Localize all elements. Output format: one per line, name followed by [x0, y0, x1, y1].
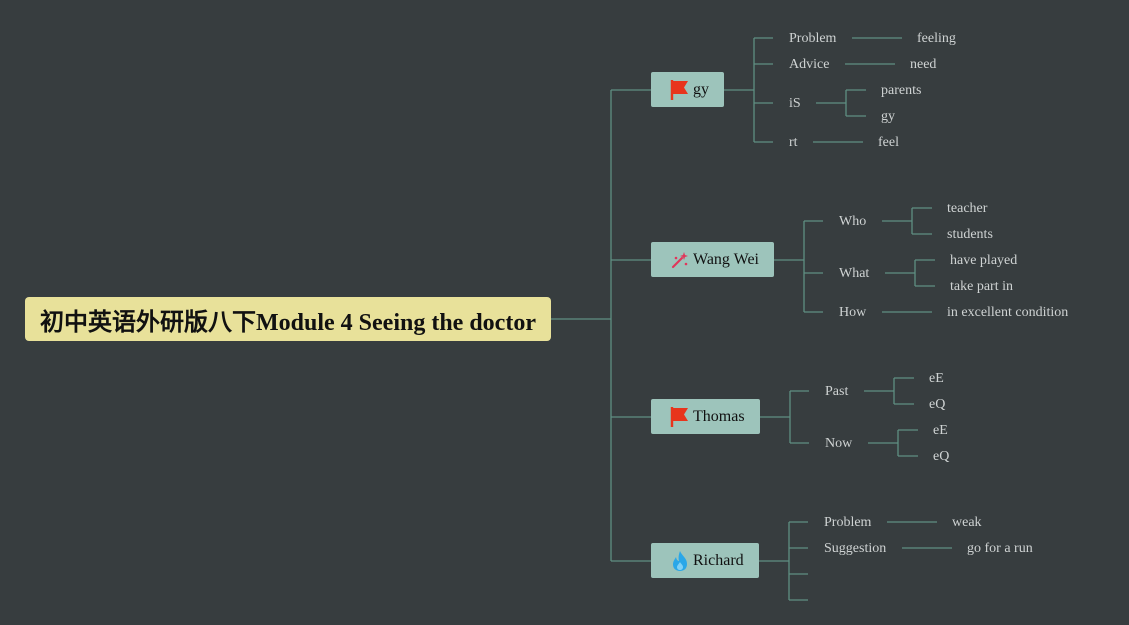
magic-wand-icon — [669, 249, 691, 271]
topic-label: Richard — [693, 551, 744, 569]
subtopic-problem[interactable]: Problem — [789, 31, 837, 46]
leaf-in-excellent-condition[interactable]: in excellent condition — [947, 305, 1069, 320]
leaf-have-played[interactable]: have played — [950, 253, 1018, 268]
topic-thomas[interactable]: Thomas — [651, 399, 760, 434]
subtopic-is[interactable]: iS — [789, 96, 801, 111]
leaf-eq[interactable]: eQ — [933, 449, 950, 464]
central-topic-title: 初中英语外研版八下Module 4 Seeing the doctor — [40, 309, 536, 336]
leaf-go-for-a-run[interactable]: go for a run — [967, 541, 1033, 556]
subtopic-advice[interactable]: Advice — [789, 57, 830, 72]
leaf-teacher[interactable]: teacher — [947, 201, 988, 216]
leaf-students[interactable]: students — [947, 227, 993, 242]
topic-gy[interactable]: gy — [651, 72, 724, 107]
red-flag-icon — [669, 79, 691, 101]
subtopic-suggestion[interactable]: Suggestion — [824, 541, 887, 556]
leaf-feeling[interactable]: feeling — [917, 31, 956, 46]
subtopic-problem[interactable]: Problem — [824, 515, 872, 530]
leaf-need[interactable]: need — [910, 57, 937, 72]
leaf-gy[interactable]: gy — [881, 109, 895, 124]
subtopic-now[interactable]: Now — [825, 436, 853, 451]
central-topic[interactable]: 初中英语外研版八下Module 4 Seeing the doctor — [25, 297, 551, 341]
leaf-weak[interactable]: weak — [952, 515, 982, 530]
topic-richard[interactable]: Richard — [651, 543, 759, 578]
topic-label: gy — [693, 80, 709, 98]
subtopic-who[interactable]: Who — [839, 214, 867, 229]
subtopic-what[interactable]: What — [839, 266, 870, 281]
subtopic-rt[interactable]: rt — [789, 135, 798, 150]
leaf-eq[interactable]: eQ — [929, 397, 946, 412]
leaf-take-part-in[interactable]: take part in — [950, 279, 1013, 294]
subtopic-past[interactable]: Past — [825, 384, 849, 399]
subtopic-how[interactable]: How — [839, 305, 867, 320]
topic-label: Thomas — [693, 407, 745, 425]
leaf-ee[interactable]: eE — [933, 423, 948, 438]
topic-label: Wang Wei — [693, 250, 759, 268]
topic-wang-wei[interactable]: Wang Wei — [651, 242, 774, 277]
leaf-feel[interactable]: feel — [878, 135, 899, 150]
leaf-parents[interactable]: parents — [881, 83, 922, 98]
leaf-ee[interactable]: eE — [929, 371, 944, 386]
fire-icon — [669, 550, 691, 572]
red-flag-icon — [669, 406, 691, 428]
